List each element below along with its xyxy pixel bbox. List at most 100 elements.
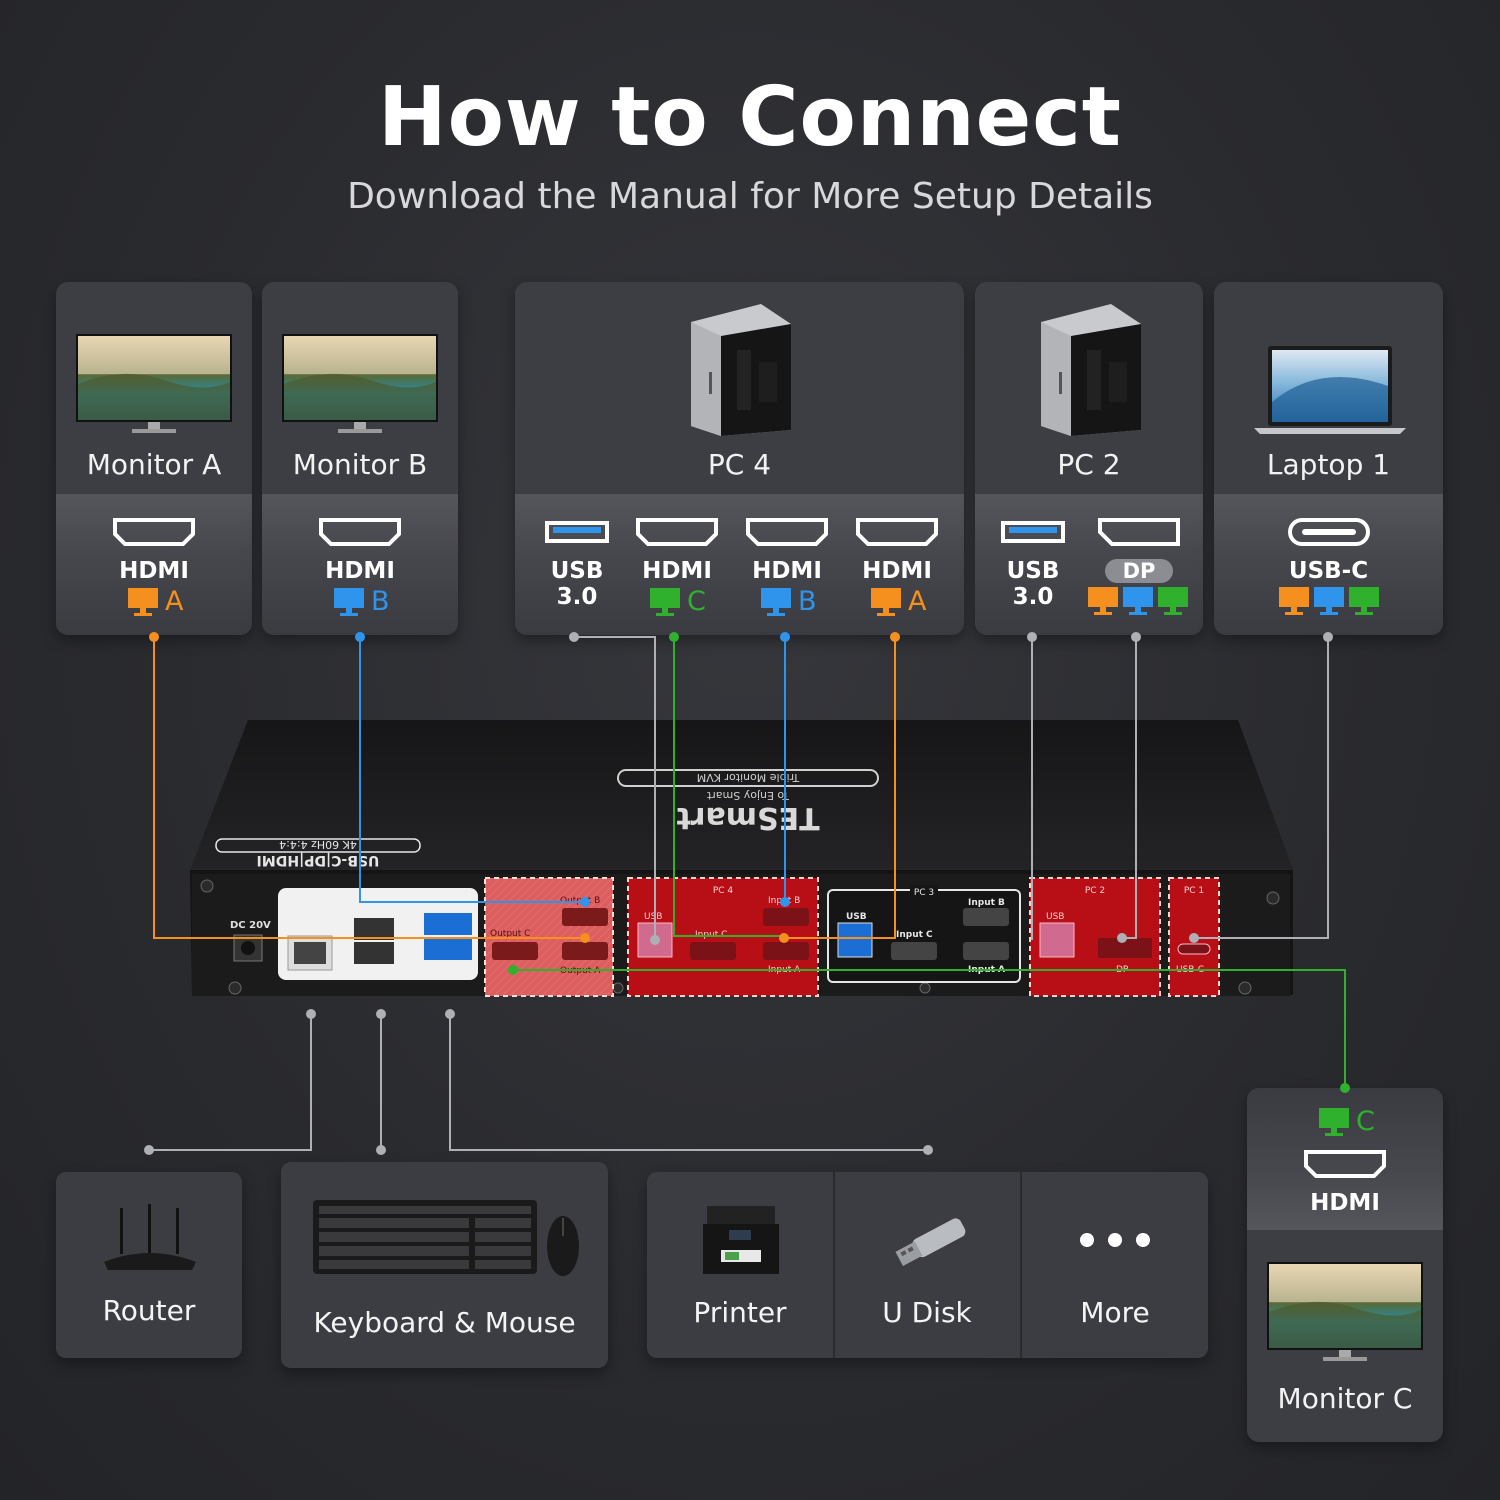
- kvm-pc3-input-b-label: Input B: [968, 898, 1005, 908]
- orange-monitor-icon: [871, 587, 901, 616]
- usb-drive-icon: [895, 1218, 966, 1266]
- pc4-hdmi-b-port: HDMI: [741, 516, 833, 584]
- usb-c-icon: [1287, 518, 1370, 546]
- kvm-pc4-input-a-label: Input A: [768, 965, 801, 975]
- monitor-c-tag: C: [1318, 1106, 1375, 1137]
- kvm-pc4-usb-label: USB: [644, 912, 662, 922]
- laptop-icon: [1254, 346, 1406, 434]
- page-title: How to Connect: [377, 70, 1123, 165]
- kvm-pc4-input-b-label: Input B: [768, 896, 800, 906]
- monitor-a-card: Monitor A HDMI A: [56, 282, 252, 635]
- kvm-pc2-usb-label: USB: [1046, 912, 1064, 922]
- monitor-b-port-label: HDMI: [325, 558, 395, 584]
- pc2-dp-port: DP: [1093, 516, 1185, 584]
- usb-icon: [1001, 521, 1065, 543]
- monitor-c-card: C HDMI Monitor C: [1247, 1088, 1443, 1442]
- monitor-icon: [282, 334, 438, 433]
- divider: [833, 1172, 835, 1358]
- green-monitor-icon: [1158, 587, 1188, 615]
- pc2-usb-port: USB 3.0: [983, 516, 1083, 610]
- monitor-a-port-label: HDMI: [119, 558, 189, 584]
- pc4-tag-c: C: [649, 586, 706, 617]
- hdmi-icon: [746, 518, 828, 546]
- peripherals-card: Printer U Disk More: [647, 1172, 1208, 1358]
- page-subtitle: Download the Manual for More Setup Detai…: [347, 176, 1153, 217]
- monitor-icon: [1267, 1262, 1423, 1361]
- mouse-icon: [547, 1216, 579, 1276]
- router-card: Router: [56, 1172, 242, 1358]
- keyboard-icon: [313, 1200, 537, 1274]
- blue-monitor-icon: [1314, 587, 1344, 615]
- laptop1-name: Laptop 1: [1266, 448, 1391, 481]
- kvm-output-a-label: Output A: [560, 966, 601, 976]
- kvm-pc3-label: PC 3: [914, 888, 934, 898]
- green-monitor-icon: [1319, 1107, 1349, 1136]
- laptop1-card: Laptop 1 USB-C: [1214, 282, 1443, 635]
- wire-router: [149, 1014, 312, 1151]
- kvm-pc2-dp-label: DP: [1116, 965, 1129, 975]
- pc2-name: PC 2: [1057, 448, 1121, 481]
- pc-tower-icon: [1041, 304, 1141, 436]
- blue-monitor-icon: [334, 587, 364, 616]
- hdmi-icon: [856, 518, 938, 546]
- more-dots-icon: [1080, 1233, 1150, 1247]
- kvm-output-b-label: Output B: [560, 896, 600, 906]
- kvm-power-label: DC 20V: [230, 920, 271, 931]
- green-monitor-icon: [650, 587, 680, 616]
- pc4-usb-port: USB 3.0: [527, 516, 627, 610]
- pc4-tag-a: A: [870, 586, 926, 617]
- keyboard-mouse-label: Keyboard & Mouse: [313, 1306, 576, 1339]
- router-icon: [104, 1204, 196, 1270]
- monitor-c-port-label: HDMI: [1310, 1190, 1380, 1216]
- monitor-b-tag: B: [333, 586, 390, 617]
- kvm-pc3-usb-label: USB: [846, 912, 867, 922]
- pc-tower-icon: [691, 304, 791, 436]
- blue-monitor-icon: [1123, 587, 1153, 615]
- hdmi-icon: [636, 518, 718, 546]
- kvm-output-c-label: Output C: [490, 929, 530, 939]
- pc4-hdmi-a-port: HDMI: [851, 516, 943, 584]
- hdmi-icon: [319, 518, 401, 546]
- kvm-pc3-input-c-label: Input C: [896, 930, 933, 940]
- hdmi-icon: [113, 518, 195, 546]
- monitor-a-name: Monitor A: [86, 448, 222, 481]
- orange-monitor-icon: [1279, 587, 1309, 615]
- printer-label: Printer: [693, 1296, 787, 1329]
- kvm-tagline-text: To Enjoy Smart: [706, 789, 790, 802]
- blue-monitor-icon: [761, 587, 791, 616]
- laptop1-usbc-port: USB-C: [1214, 516, 1443, 584]
- kvm-switch: TESmart To Enjoy Smart Triple Monitor KV…: [190, 720, 1293, 997]
- monitor-c-name: Monitor C: [1277, 1382, 1413, 1415]
- pc4-card: PC 4 USB 3.0 HDMI HDMI HDMI C: [515, 282, 964, 635]
- kvm-pc2-label: PC 2: [1085, 886, 1105, 896]
- green-monitor-icon: [1349, 587, 1379, 615]
- keyboard-mouse-card: Keyboard & Mouse: [281, 1162, 608, 1368]
- kvm-pc4-label: PC 4: [713, 886, 734, 896]
- displayport-icon: [1098, 518, 1180, 546]
- monitor-b-card: Monitor B HDMI B: [262, 282, 458, 635]
- pc4-tag-b: B: [760, 586, 817, 617]
- monitor-icon: [76, 334, 232, 433]
- kvm-model-text: Triple Monitor KVM: [697, 771, 801, 784]
- more-label: More: [1080, 1296, 1150, 1329]
- pc2-card: PC 2 USB 3.0 DP: [975, 282, 1203, 635]
- orange-monitor-icon: [128, 587, 158, 616]
- monitor-b-name: Monitor B: [292, 448, 428, 481]
- kvm-pc3-input-a-label: Input A: [968, 965, 1005, 975]
- kvm-resolution-text: 4K 60Hz 4:4:4: [279, 838, 357, 851]
- kvm-pc1-label: PC 1: [1184, 886, 1204, 896]
- usb-icon: [545, 521, 609, 543]
- pc4-name: PC 4: [707, 448, 772, 481]
- kvm-pc1-usbc-label: USB-C: [1176, 965, 1204, 975]
- hdmi-icon: [1304, 1150, 1386, 1178]
- laptop1-monitor-tags: [1278, 586, 1380, 616]
- wire-peripherals: [449, 1014, 928, 1151]
- pc4-hdmi-c-port: HDMI: [631, 516, 723, 584]
- kvm-pc4-input-c-label: Input C: [695, 930, 727, 940]
- kvm-brand-text: TESmart: [676, 800, 819, 835]
- divider: [1020, 1172, 1022, 1358]
- router-label: Router: [102, 1294, 196, 1327]
- monitor-a-tag: A: [127, 586, 183, 617]
- u-disk-label: U Disk: [882, 1296, 972, 1329]
